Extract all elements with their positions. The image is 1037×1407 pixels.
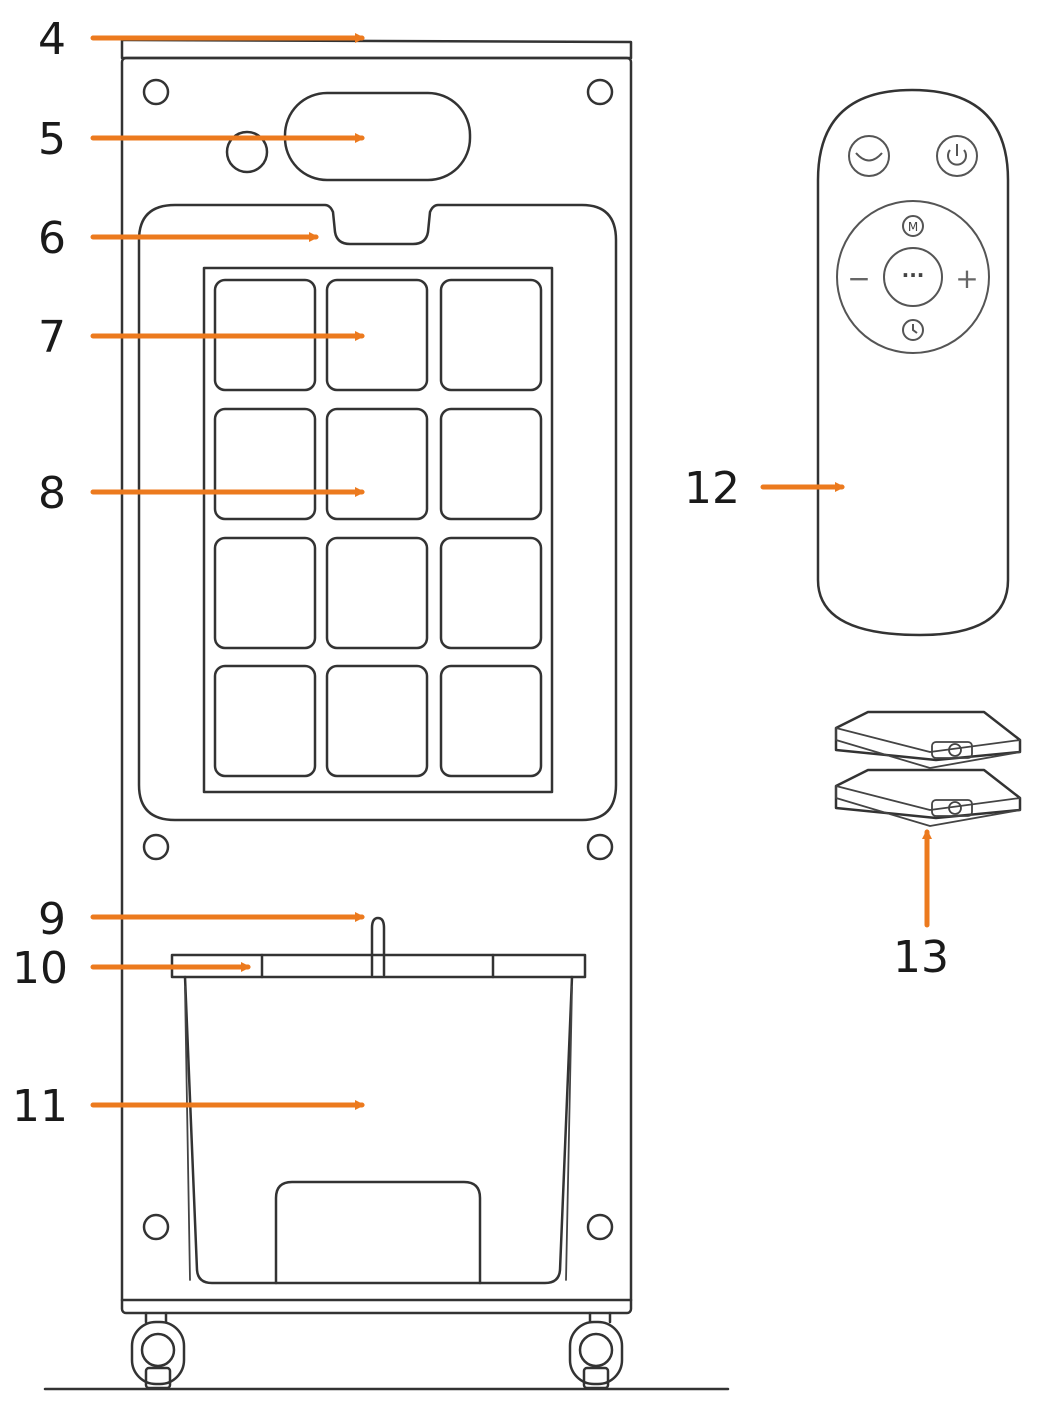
minus-glyph: − bbox=[847, 262, 870, 295]
center-button-glyph: ··· bbox=[902, 263, 925, 287]
pad-cell bbox=[213, 407, 317, 521]
center-button bbox=[883, 247, 943, 307]
pad-cell bbox=[325, 407, 429, 521]
screw-hole-mid-left bbox=[142, 833, 170, 861]
callout-10: 10 bbox=[12, 943, 68, 994]
pad-cell bbox=[213, 664, 317, 778]
water-tank-inner-wall bbox=[184, 986, 573, 1281]
mode-button-glyph: M bbox=[908, 220, 918, 234]
power-icon bbox=[947, 149, 967, 166]
screw-hole-top-left bbox=[142, 78, 170, 106]
screw-hole-mid-right bbox=[586, 833, 614, 861]
callout-labels: 4 5 6 7 8 9 10 11 12 13 bbox=[12, 14, 949, 1132]
water-tank bbox=[183, 975, 574, 1285]
air-cooler-unit bbox=[43, 38, 730, 1391]
screw-hole-bottom-left bbox=[142, 1213, 170, 1241]
caster-wheel-right bbox=[568, 1311, 624, 1390]
remote-control: ··· M − + bbox=[816, 88, 1010, 637]
callout-6: 6 bbox=[38, 213, 66, 264]
swing-icon bbox=[855, 152, 883, 162]
filter-frame bbox=[137, 203, 618, 822]
caster-wheel-left bbox=[130, 1311, 186, 1390]
callout-arrows bbox=[90, 33, 932, 1110]
plus-glyph: + bbox=[955, 262, 978, 295]
callout-7: 7 bbox=[38, 312, 66, 363]
pad-cell bbox=[325, 536, 429, 650]
callout-12: 12 bbox=[684, 463, 740, 514]
control-ring bbox=[836, 200, 990, 354]
pad-cell bbox=[439, 536, 543, 650]
tank-front-window bbox=[274, 1180, 482, 1285]
callout-11: 11 bbox=[12, 1081, 68, 1132]
remote-body bbox=[816, 88, 1010, 637]
ice-pack-top bbox=[834, 710, 1022, 769]
side-knob bbox=[225, 130, 269, 174]
ice-packs bbox=[834, 710, 1022, 827]
screw-hole-bottom-right bbox=[586, 1213, 614, 1241]
swing-button bbox=[848, 135, 890, 177]
ice-pack-bottom bbox=[834, 768, 1022, 827]
pad-cell bbox=[325, 664, 429, 778]
power-button bbox=[936, 135, 978, 177]
timer-icon bbox=[912, 324, 918, 334]
screw-hole-top-right bbox=[586, 78, 614, 106]
pad-cell bbox=[439, 407, 543, 521]
mode-button bbox=[902, 215, 924, 237]
pad-cell bbox=[439, 278, 543, 392]
cooler-body bbox=[120, 56, 633, 1315]
water-level-float bbox=[370, 916, 386, 977]
timer-button bbox=[902, 319, 924, 341]
callout-4: 4 bbox=[38, 14, 66, 65]
callout-13: 13 bbox=[893, 932, 949, 983]
callout-5: 5 bbox=[38, 114, 66, 165]
cooling-pad-frame bbox=[202, 266, 554, 794]
pad-cell bbox=[439, 664, 543, 778]
cooling-pad-grid bbox=[213, 278, 543, 778]
top-cover bbox=[120, 38, 633, 60]
callout-8: 8 bbox=[38, 468, 66, 519]
callout-9: 9 bbox=[38, 894, 66, 945]
pad-cell bbox=[213, 536, 317, 650]
